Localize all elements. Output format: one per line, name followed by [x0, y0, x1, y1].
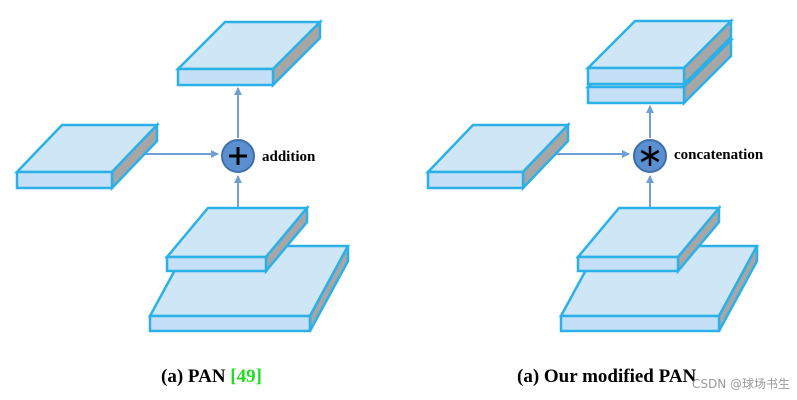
feature-map-middle: [575, 204, 722, 275]
modified-pan-diagram: concatenation (a) Our modified PAN: [425, 17, 764, 387]
modified-pan-caption: (a) Our modified PAN: [517, 366, 697, 387]
feature-map-output: [174, 18, 324, 89]
feature-map-lateral: [425, 121, 571, 192]
concatenation-operator-icon: [633, 139, 667, 173]
pan-caption-ref[interactable]: [49]: [230, 366, 262, 387]
feature-map-middle: [164, 204, 310, 275]
pan-caption: (a) PAN [49]: [161, 366, 262, 387]
feature-map-output-concat: [584, 17, 735, 107]
addition-operator-icon: [221, 139, 255, 173]
feature-map-lateral: [14, 121, 160, 192]
concatenation-label: concatenation: [674, 147, 764, 163]
watermark: CSDN @球场书生: [692, 377, 790, 391]
pan-diagram: addition (a) PAN [49]: [14, 18, 351, 387]
addition-label: addition: [262, 149, 316, 165]
pan-caption-text: (a) PAN: [161, 366, 230, 387]
